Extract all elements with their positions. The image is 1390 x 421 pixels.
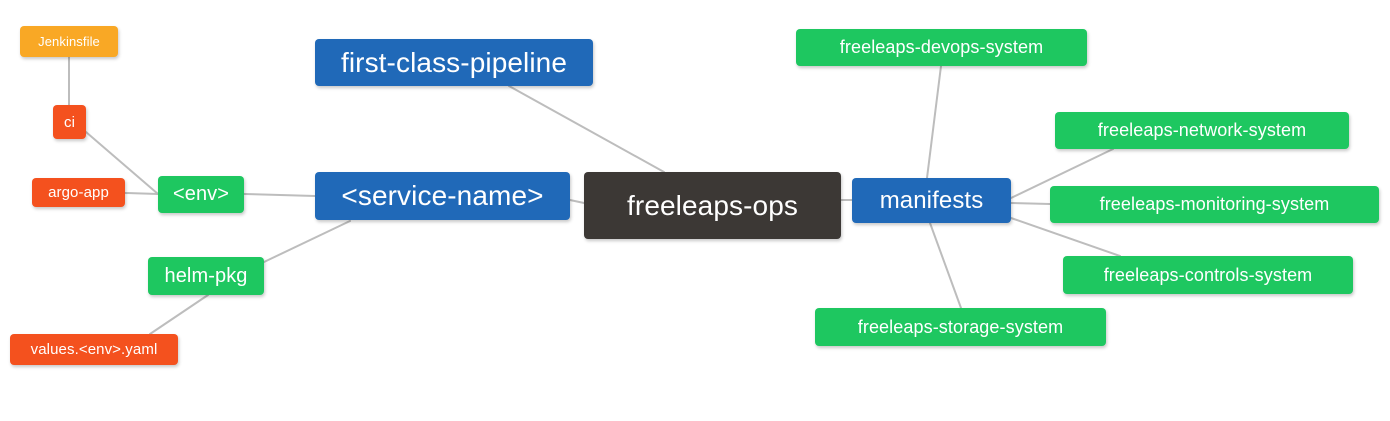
mindmap-node-env[interactable]: <env> — [158, 176, 244, 213]
mindmap-node-helm-pkg[interactable]: helm-pkg — [148, 257, 264, 295]
edge-manifests-to-monitoring-system — [1010, 202, 1051, 205]
edge-manifests-to-devops-system — [926, 65, 942, 179]
mindmap-node-devops-system[interactable]: freeleaps-devops-system — [796, 29, 1087, 66]
mindmap-node-network-system[interactable]: freeleaps-network-system — [1055, 112, 1349, 149]
mindmap-node-monitoring-system[interactable]: freeleaps-monitoring-system — [1050, 186, 1379, 223]
edge-env-to-service-name — [243, 193, 316, 197]
edge-values-yaml-to-helm-pkg — [149, 294, 209, 335]
mindmap-node-values-yaml[interactable]: values.<env>.yaml — [10, 334, 178, 365]
edge-service-name-to-freeleaps-ops — [569, 199, 585, 204]
mindmap-node-first-class-pipeline[interactable]: first-class-pipeline — [315, 39, 593, 86]
mindmap-node-jenkinsfile[interactable]: Jenkinsfile — [20, 26, 118, 57]
mindmap-node-argo-app[interactable]: argo-app — [32, 178, 125, 207]
mindmap-node-controls-system[interactable]: freeleaps-controls-system — [1063, 256, 1353, 294]
mindmap-node-freeleaps-ops[interactable]: freeleaps-ops — [584, 172, 841, 239]
mindmap-node-manifests[interactable]: manifests — [852, 178, 1011, 223]
edge-helm-pkg-to-service-name — [263, 220, 351, 263]
edge-argo-app-to-env — [124, 192, 159, 195]
edge-manifests-to-storage-system — [929, 222, 962, 309]
mindmap-node-storage-system[interactable]: freeleaps-storage-system — [815, 308, 1106, 346]
mindmap-node-service-name[interactable]: <service-name> — [315, 172, 570, 220]
edge-first-class-pipeline-to-freeleaps-ops — [508, 85, 665, 173]
edge-manifests-to-controls-system — [1010, 217, 1121, 257]
mindmap-node-ci[interactable]: ci — [53, 105, 86, 139]
